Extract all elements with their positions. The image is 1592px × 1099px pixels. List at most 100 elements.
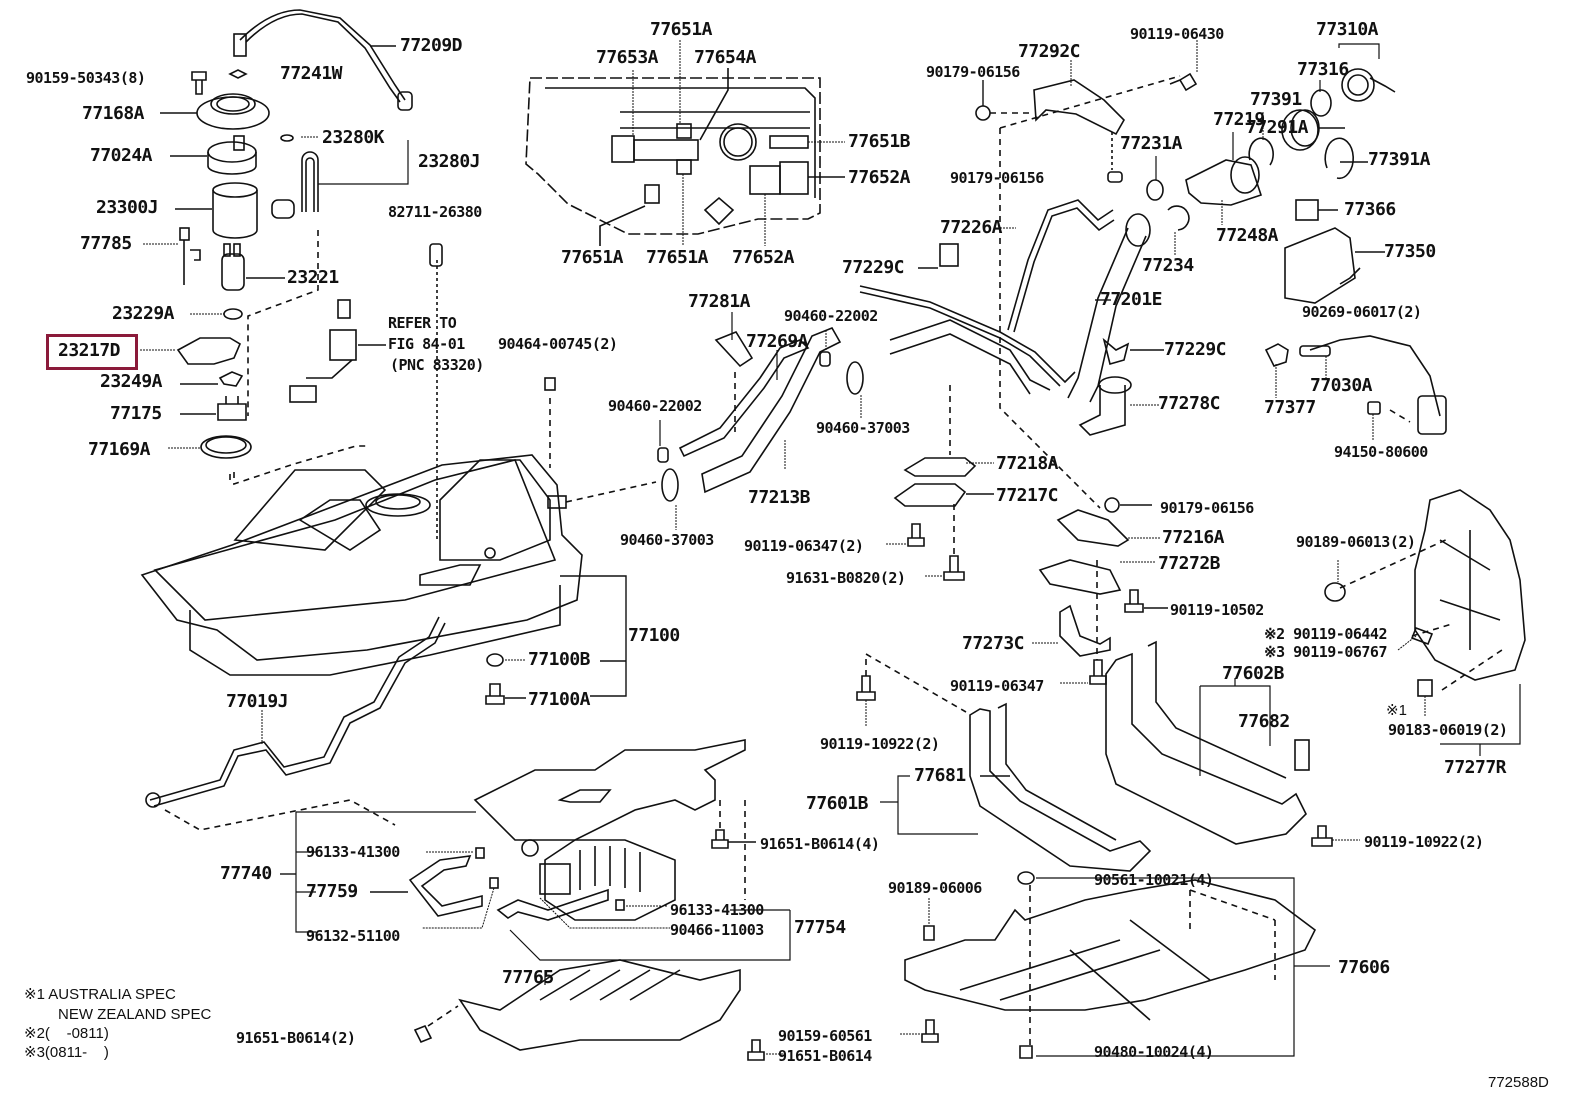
part-label-77231A[interactable]: 77231A [1120,133,1183,154]
part-label-77248A[interactable]: 77248A [1216,225,1279,246]
part-label-90189-06006[interactable]: 90189-06006 [888,879,982,897]
part-label-77229C-b[interactable]: 77229C [1164,339,1227,360]
part-label-77219[interactable]: 77219 [1213,109,1265,130]
part-label-77651A-bottom-2[interactable]: 77651A [646,247,709,268]
part-label-77601B[interactable]: 77601B [806,793,869,814]
part-label-77217C[interactable]: 77217C [996,485,1059,506]
part-label-77201E[interactable]: 77201E [1100,289,1163,310]
clip-77366 [1295,199,1338,221]
part-label-77292C[interactable]: 77292C [1018,41,1081,62]
part-label-23280K[interactable]: 23280K [322,127,385,148]
part-label-94150-80600[interactable]: 94150-80600 [1334,443,1428,461]
part-label-77652A-bottom[interactable]: 77652A [732,247,795,268]
part-label-77606[interactable]: 77606 [1338,957,1390,978]
part-label-77754[interactable]: 77754 [794,917,846,938]
part-label-77602B[interactable]: 77602B [1222,663,1285,684]
part-label-77241W[interactable]: 77241W [280,63,343,84]
part-label-77651A-top[interactable]: 77651A [650,19,713,40]
part-label-90159-60561[interactable]: 90159-60561 [778,1027,872,1045]
part-label-77169A[interactable]: 77169A [88,439,151,460]
part-label-90119-10502[interactable]: 90119-10502 [1170,601,1264,619]
part-label-23229A[interactable]: 23229A [112,303,175,324]
part-label-77350[interactable]: 77350 [1384,241,1436,262]
part-label-77234[interactable]: 77234 [1142,255,1194,276]
part-label-77765[interactable]: 77765 [502,967,554,988]
part-label-90466-11003[interactable]: 90466-11003 [670,921,764,939]
part-label-77024A[interactable]: 77024A [90,145,153,166]
part-label-77740[interactable]: 77740 [220,863,272,884]
part-label-90119-06347[interactable]: 90119-06347 [950,677,1044,695]
part-label-77681[interactable]: 77681 [914,765,966,786]
part-label-96133-41300-b[interactable]: 96133-41300 [670,901,764,919]
part-label-77316[interactable]: 77316 [1297,59,1349,80]
part-label-91631-B0820[interactable]: 91631-B0820(2) [786,569,906,587]
part-label-23249A[interactable]: 23249A [100,371,163,392]
part-label-96132-51100[interactable]: 96132-51100 [306,927,400,945]
part-label-77019J[interactable]: 77019J [226,691,289,712]
part-label-90179-06156-b[interactable]: 90179-06156 [950,169,1044,187]
part-label-77216A[interactable]: 77216A [1162,527,1225,548]
part-label-77277R[interactable]: 77277R [1444,757,1507,778]
part-label-90480-10024[interactable]: 90480-10024(4) [1094,1043,1214,1061]
part-label-77682[interactable]: 77682 [1238,711,1290,732]
part-label-77651A-bottom-1[interactable]: 77651A [561,247,624,268]
part-label-77652A-right[interactable]: 77652A [848,167,911,188]
part-label-23300J[interactable]: 23300J [96,197,159,218]
part-label-91651-B0614-4[interactable]: 91651-B0614(4) [760,835,880,853]
part-label-77759[interactable]: 77759 [306,881,358,902]
part-label-77653A[interactable]: 77653A [596,47,659,68]
part-label-77272B[interactable]: 77272B [1158,553,1221,574]
part-label-77213B[interactable]: 77213B [748,487,811,508]
part-label-90460-22002-b[interactable]: 90460-22002 [608,397,702,415]
part-label-77100[interactable]: 77100 [628,625,680,646]
part-label-77281A[interactable]: 77281A [688,291,751,312]
part-label-77100B[interactable]: 77100B [528,649,591,670]
part-label-90460-22002-a[interactable]: 90460-22002 [784,307,878,325]
part-label-90179-06156-c[interactable]: 90179-06156 [1160,499,1254,517]
part-label-77391[interactable]: 77391 [1250,89,1302,110]
refer-note-line2[interactable]: FIG 84-01 [388,335,465,353]
part-label-90460-37003-a[interactable]: 90460-37003 [816,419,910,437]
part-label-90119-10922-b[interactable]: 90119-10922(2) [1364,833,1484,851]
part-label-90189-06013[interactable]: 90189-06013(2) [1296,533,1416,551]
part-label-90119-10922-a[interactable]: 90119-10922(2) [820,735,940,753]
part-label-90460-37003-b[interactable]: 90460-37003 [620,531,714,549]
pump-23221 [221,243,285,291]
part-label-90561-10021[interactable]: 90561-10021(4) [1094,871,1214,889]
part-label-90119-06767[interactable]: ※3 90119-06767 [1264,643,1387,661]
part-label-90119-06347-2[interactable]: 90119-06347(2) [744,537,864,555]
part-label-77030A[interactable]: 77030A [1310,375,1373,396]
part-label-90464-00745[interactable]: 90464-00745(2) [498,335,618,353]
part-label-77100A[interactable]: 77100A [528,689,591,710]
part-label-82711-26380[interactable]: 82711-26380 [388,203,482,221]
part-label-77168A[interactable]: 77168A [82,103,145,124]
part-label-77218A[interactable]: 77218A [996,453,1059,474]
part-label-77310A[interactable]: 77310A [1316,19,1379,40]
part-label-77278C[interactable]: 77278C [1158,393,1221,414]
part-label-77291A[interactable]: 77291A [1246,117,1309,138]
part-label-90179-06156-a[interactable]: 90179-06156 [926,63,1020,81]
part-label-77654A[interactable]: 77654A [694,47,757,68]
part-label-77391A[interactable]: 77391A [1368,149,1431,170]
part-label-77377[interactable]: 77377 [1264,397,1316,418]
part-label-77366[interactable]: 77366 [1344,199,1396,220]
part-label-90119-06430[interactable]: 90119-06430 [1130,25,1224,43]
part-label-91651-B0614-2[interactable]: 91651-B0614(2) [236,1029,356,1047]
part-label-90183-06019[interactable]: 90183-06019(2) [1388,721,1508,739]
part-label-90269-06017[interactable]: 90269-06017(2) [1302,303,1422,321]
part-label-77209D[interactable]: 77209D [400,35,463,56]
part-label-77651B[interactable]: 77651B [848,131,911,152]
part-label-77273C[interactable]: 77273C [962,633,1025,654]
part-label-90119-06442[interactable]: ※2 90119-06442 [1264,625,1387,643]
part-label-77269A[interactable]: 77269A [746,331,809,352]
part-label-91651-B0614[interactable]: 91651-B0614 [778,1047,872,1065]
part-label-23217D[interactable]: 23217D [58,340,121,361]
part-label-77229C-a[interactable]: 77229C [842,257,905,278]
part-label-77175[interactable]: 77175 [110,403,162,424]
part-label-90159-50343[interactable]: 90159-50343(8) [26,69,146,87]
part-label-77226A[interactable]: 77226A [940,217,1003,238]
part-label-23221[interactable]: 23221 [287,267,339,288]
part-label-96133-41300-a[interactable]: 96133-41300 [306,843,400,861]
part-label-77785[interactable]: 77785 [80,233,132,254]
part-label-23280J[interactable]: 23280J [418,151,481,172]
